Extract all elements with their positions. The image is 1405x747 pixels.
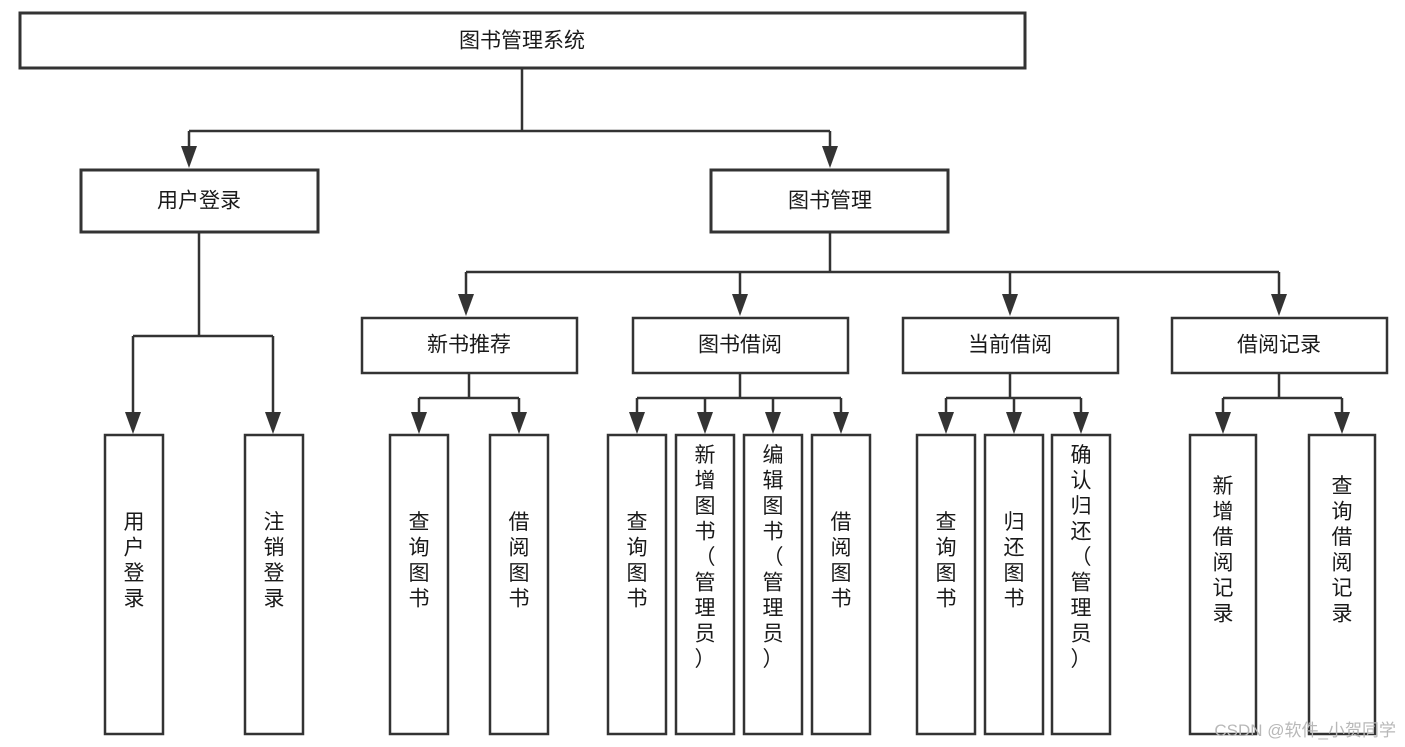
node-leaf-confirm-return-label: 确认归还（管理员） [1071, 444, 1092, 671]
node-current-borrow[interactable]: 当前借阅 [901, 316, 1120, 375]
node-leaf-user-logout-box[interactable] [243, 433, 305, 736]
node-leaf-query-book-1[interactable]: 查询图书 [388, 433, 450, 736]
node-leaf-add-record[interactable]: 新增借阅记录 [1188, 433, 1258, 736]
node-leaf-query-record[interactable]: 查询借阅记录 [1307, 433, 1377, 736]
node-leaf-query-record-box[interactable] [1307, 433, 1377, 736]
arrow-head-leaf-query-record [1334, 412, 1350, 434]
node-leaf-add-book-box[interactable] [674, 433, 736, 736]
node-current-borrow-box[interactable] [901, 316, 1120, 375]
arrow-head-leaf-query-book-3 [938, 412, 954, 434]
node-leaf-user-logout-label: 注销登录 [264, 511, 285, 611]
arrow-head-leaf-user-login [125, 412, 141, 434]
node-leaf-add-record-box[interactable] [1188, 433, 1258, 736]
node-leaf-edit-book[interactable]: 编辑图书（管理员） [742, 433, 804, 736]
node-borrow-record-label: 借阅记录 [1237, 334, 1321, 357]
node-leaf-borrow-book-1[interactable]: 借阅图书 [488, 433, 550, 736]
node-leaf-query-book-2[interactable]: 查询图书 [606, 433, 668, 736]
arrow-head-leaf-confirm-return [1073, 412, 1089, 434]
node-leaf-confirm-return-box[interactable] [1050, 433, 1112, 736]
arrow-head-user-login [181, 146, 197, 168]
arrow-head-leaf-query-book-1 [411, 412, 427, 434]
node-leaf-query-book-3[interactable]: 查询图书 [915, 433, 977, 736]
node-leaf-query-book-3-label: 查询图书 [936, 511, 957, 611]
arrow-head-leaf-return-book [1006, 412, 1022, 434]
node-leaf-query-book-2-label: 查询图书 [627, 511, 648, 611]
node-root[interactable]: 图书管理系统 [18, 11, 1027, 70]
node-leaf-add-record-label: 新增借阅记录 [1213, 475, 1234, 626]
arrow-head-leaf-borrow-book-1 [511, 412, 527, 434]
node-leaf-user-login-box[interactable] [103, 433, 165, 736]
node-leaf-user-login-label: 用户登录 [124, 511, 145, 611]
node-leaf-return-book[interactable]: 归还图书 [983, 433, 1045, 736]
node-book-borrow[interactable]: 图书借阅 [631, 316, 850, 375]
node-root-label: 图书管理系统 [459, 30, 585, 53]
node-leaf-add-book-label: 新增图书（管理员） [695, 444, 716, 671]
csdn-watermark: CSDN @软件_小贺同学 [1214, 721, 1396, 740]
arrow-head-leaf-user-logout [265, 412, 281, 434]
node-root-box[interactable] [18, 11, 1027, 70]
node-book-borrow-box[interactable] [631, 316, 850, 375]
arrow-head-current-borrow [1002, 294, 1018, 316]
node-current-borrow-label: 当前借阅 [968, 334, 1052, 357]
node-leaf-borrow-book-1-box[interactable] [488, 433, 550, 736]
node-borrow-record[interactable]: 借阅记录 [1170, 316, 1389, 375]
arrow-head-leaf-edit-book [765, 412, 781, 434]
node-user-login-box[interactable] [79, 168, 320, 234]
node-leaf-add-book[interactable]: 新增图书（管理员） [674, 433, 736, 736]
arrow-head-leaf-add-book [697, 412, 713, 434]
arrow-head-leaf-borrow-book-2 [833, 412, 849, 434]
arrow-head-book-borrow [732, 294, 748, 316]
arrow-head-borrow-record [1271, 294, 1287, 316]
node-book-manage-box[interactable] [709, 168, 950, 234]
node-leaf-borrow-book-2-label: 借阅图书 [831, 511, 852, 611]
node-leaf-query-record-label: 查询借阅记录 [1332, 475, 1353, 626]
node-book-manage[interactable]: 图书管理 [709, 168, 950, 234]
arrow-head-leaf-query-book-2 [629, 412, 645, 434]
node-leaf-query-book-2-box[interactable] [606, 433, 668, 736]
node-leaf-confirm-return[interactable]: 确认归还（管理员） [1050, 433, 1112, 736]
node-leaf-edit-book-box[interactable] [742, 433, 804, 736]
node-leaf-query-book-1-box[interactable] [388, 433, 450, 736]
node-user-login-label: 用户登录 [157, 190, 241, 213]
node-leaf-user-logout[interactable]: 注销登录 [243, 433, 305, 736]
node-leaf-return-book-box[interactable] [983, 433, 1045, 736]
node-leaf-borrow-book-2[interactable]: 借阅图书 [810, 433, 872, 736]
node-borrow-record-box[interactable] [1170, 316, 1389, 375]
arrow-head-book-manage [822, 146, 838, 168]
node-leaf-borrow-book-2-box[interactable] [810, 433, 872, 736]
connector-layer [125, 68, 1350, 434]
node-leaf-edit-book-label: 编辑图书（管理员） [763, 444, 784, 671]
node-leaf-return-book-label: 归还图书 [1004, 511, 1025, 611]
node-new-book-rec-label: 新书推荐 [427, 334, 511, 357]
node-leaf-user-login[interactable]: 用户登录 [103, 433, 165, 736]
node-book-borrow-label: 图书借阅 [698, 334, 782, 357]
node-leaf-query-book-3-box[interactable] [915, 433, 977, 736]
node-leaf-query-book-1-label: 查询图书 [409, 511, 430, 611]
arrow-head-new-book-rec [458, 294, 474, 316]
node-user-login[interactable]: 用户登录 [79, 168, 320, 234]
node-leaf-borrow-book-1-label: 借阅图书 [509, 511, 530, 611]
node-book-manage-label: 图书管理 [788, 190, 872, 213]
node-new-book-rec-box[interactable] [360, 316, 579, 375]
node-new-book-rec[interactable]: 新书推荐 [360, 316, 579, 375]
arrow-head-leaf-add-record [1215, 412, 1231, 434]
